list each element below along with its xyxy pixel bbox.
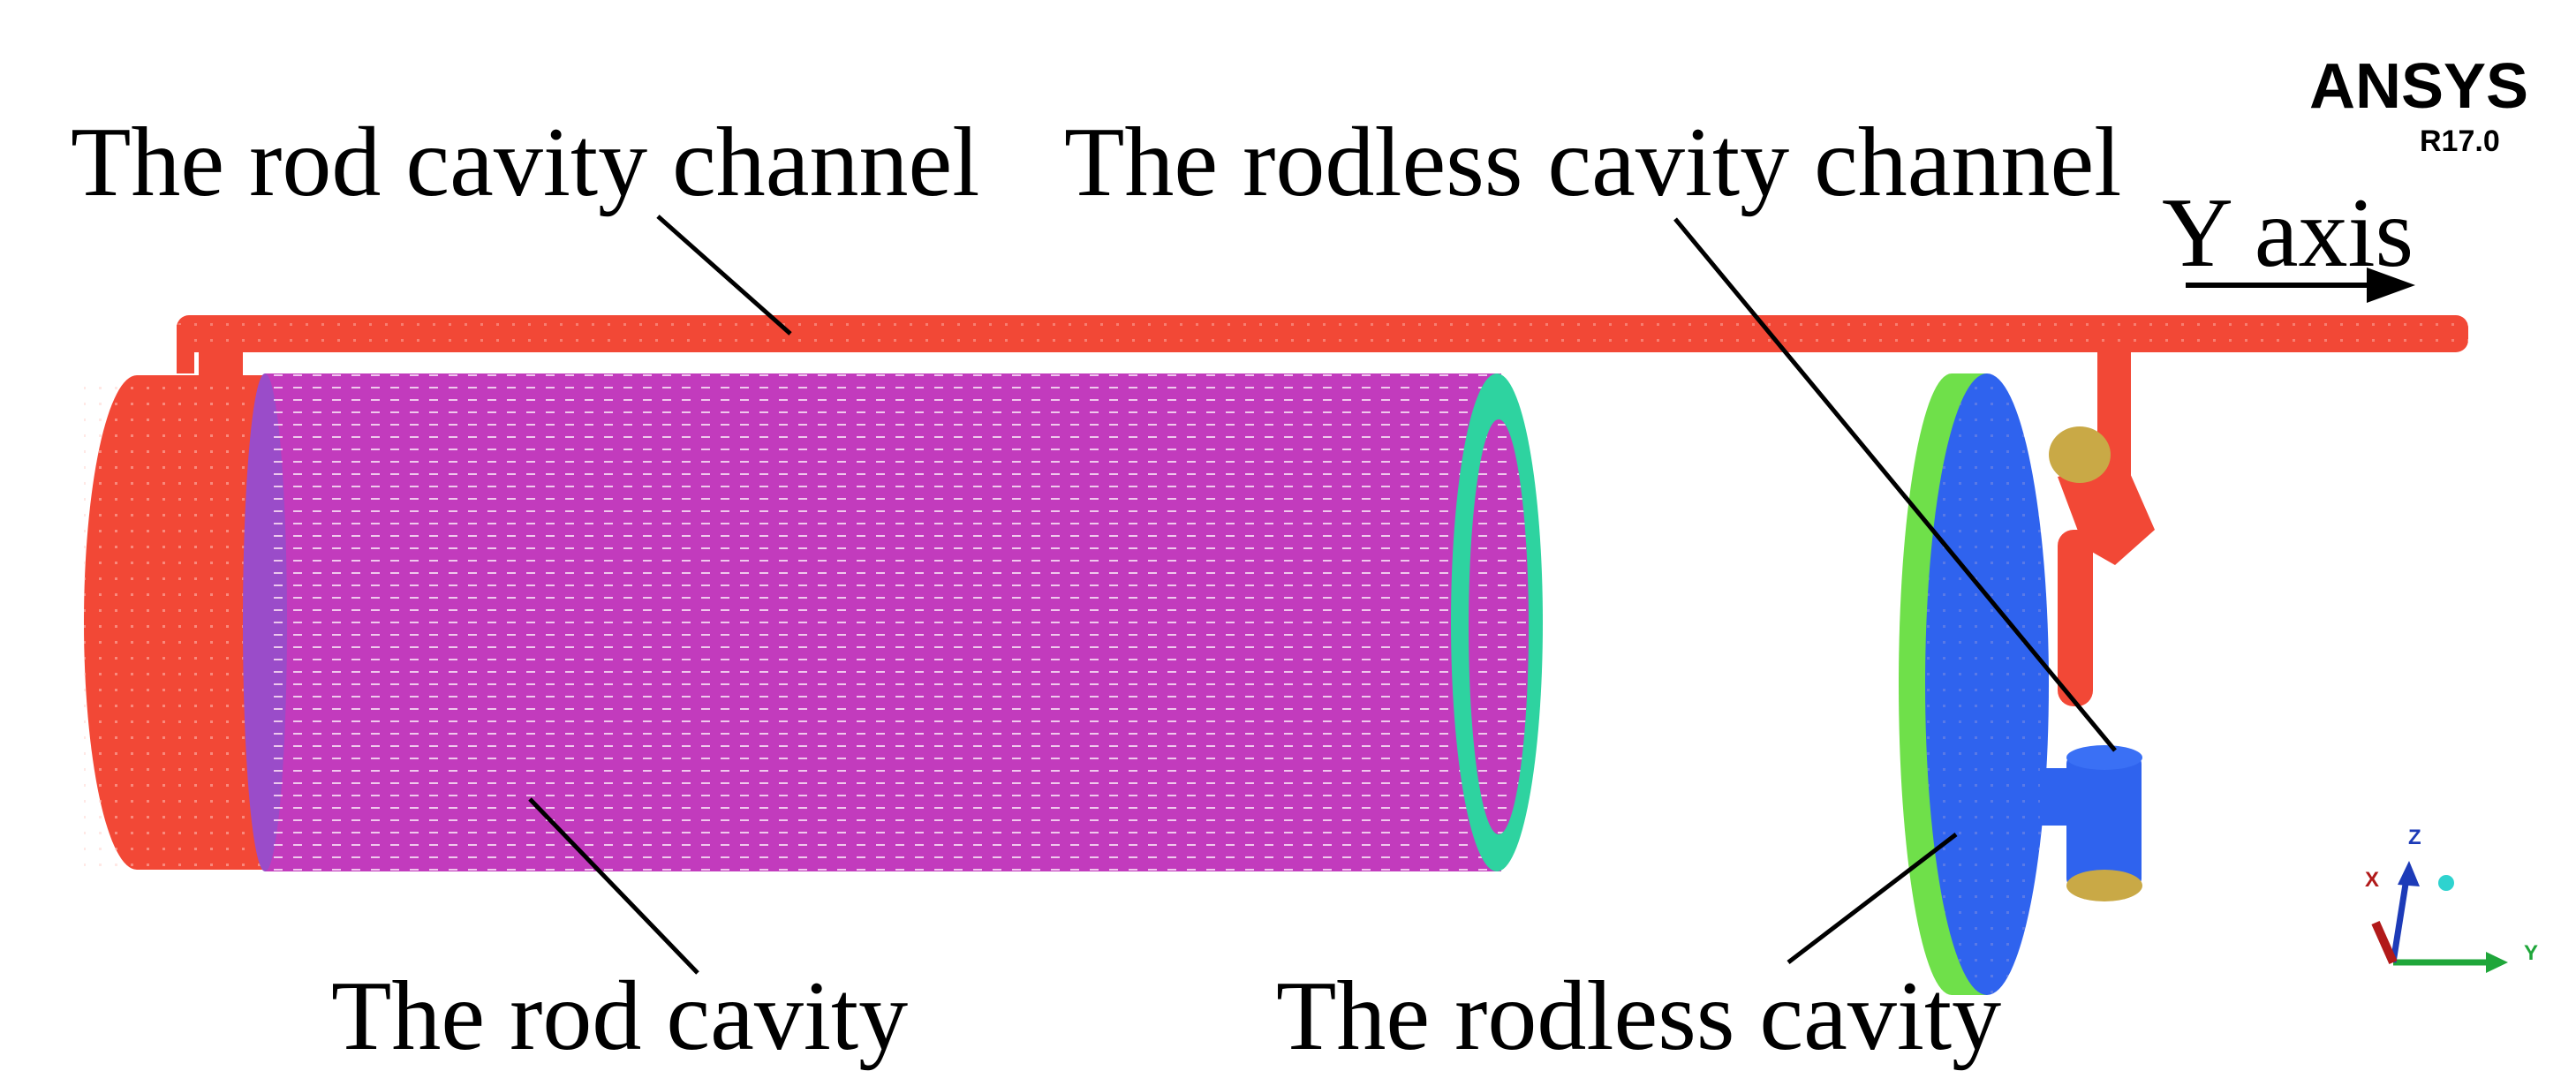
rodless-cavity bbox=[1899, 373, 2142, 995]
leader-rodless-channel bbox=[1673, 217, 2117, 752]
triad-z-label: Z bbox=[2408, 826, 2421, 849]
triad-x-label: X bbox=[2365, 868, 2380, 892]
ansys-logo: ANSYS bbox=[2309, 51, 2529, 122]
label-rod-cavity: The rod cavity bbox=[331, 962, 909, 1071]
coordinate-triad bbox=[2371, 861, 2508, 973]
rod-cavity-channel bbox=[177, 315, 2468, 380]
label-rodless-cavity-channel: The rodless cavity channel bbox=[1064, 108, 2122, 217]
ansys-version: R17.0 bbox=[2420, 124, 2500, 158]
rodless-cavity-channel bbox=[2049, 349, 2155, 706]
leader-rod-cavity bbox=[528, 797, 699, 975]
triad-y-label: Y bbox=[2524, 941, 2539, 965]
rod-cavity-end-cap bbox=[84, 375, 269, 870]
leader-rodless-cavity bbox=[1787, 833, 1958, 964]
label-rodless-cavity: The rodless cavity bbox=[1276, 962, 2002, 1071]
leader-rod-channel bbox=[656, 215, 792, 336]
label-rod-cavity-channel: The rod cavity channel bbox=[71, 108, 980, 217]
rod-cavity bbox=[243, 373, 1543, 871]
label-y-axis: Y axis bbox=[2162, 178, 2414, 288]
y-axis-arrow bbox=[2186, 268, 2415, 303]
